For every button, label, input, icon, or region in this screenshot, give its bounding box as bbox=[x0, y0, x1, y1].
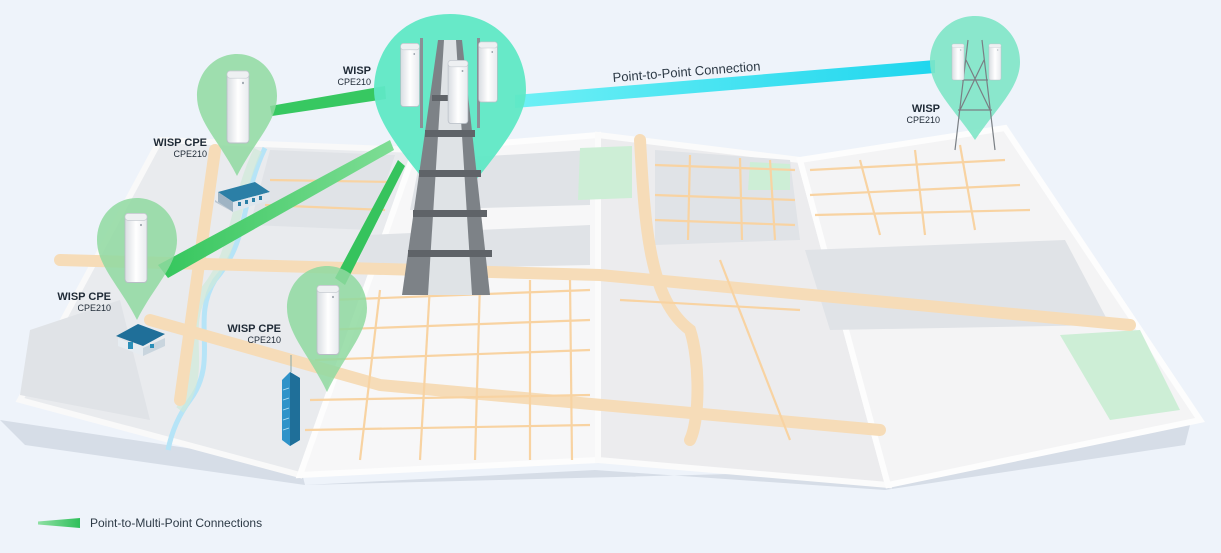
parks bbox=[578, 146, 1180, 420]
remote-label-main: WISP bbox=[912, 103, 940, 115]
cpe-pin-1 bbox=[197, 54, 277, 176]
cpe3-label-sub: CPE210 bbox=[247, 335, 281, 345]
cpe-device-icon bbox=[988, 43, 1002, 81]
map-shadow-left bbox=[0, 420, 305, 485]
cpe-device-icon bbox=[316, 284, 340, 356]
cpe2-label-sub: CPE210 bbox=[77, 303, 111, 313]
ptmp-legend-swatch bbox=[38, 518, 80, 528]
cpe-device-icon bbox=[478, 41, 498, 103]
remote-label-sub: CPE210 bbox=[906, 115, 940, 125]
tower-label-main: WISP bbox=[343, 65, 371, 77]
minor-roads bbox=[264, 144, 1031, 461]
folded-map bbox=[0, 124, 1205, 490]
ptp-link bbox=[515, 60, 935, 108]
house-icon bbox=[116, 324, 165, 356]
ptmp-link-1 bbox=[270, 86, 386, 116]
ptmp-legend-label: Point-to-Multi-Point Connections bbox=[90, 516, 263, 530]
tower-icon bbox=[954, 39, 996, 151]
cpe-device-icon bbox=[951, 43, 965, 81]
cpe-pin-2 bbox=[97, 198, 177, 320]
cpe1-label-sub: CPE210 bbox=[173, 149, 207, 159]
skyscraper-icon bbox=[282, 355, 300, 446]
building-icon bbox=[215, 182, 270, 212]
cpe2-label-main: WISP CPE bbox=[57, 291, 111, 303]
legend: Point-to-Multi-Point Connections bbox=[38, 516, 262, 530]
remote-tower-pin bbox=[930, 16, 1020, 151]
cpe-device-icon bbox=[226, 70, 250, 144]
map-shadow-right bbox=[305, 425, 1190, 490]
tower-label-sub: CPE210 bbox=[337, 77, 371, 87]
major-roads bbox=[54, 134, 1136, 446]
cpe1-label-main: WISP CPE bbox=[153, 137, 207, 149]
river bbox=[165, 146, 268, 451]
ptmp-link-3 bbox=[335, 160, 405, 285]
cpe-device-icon bbox=[400, 42, 420, 108]
ptmp-links bbox=[158, 86, 405, 285]
cpe-device-icon bbox=[124, 212, 148, 284]
ptmp-link-2 bbox=[158, 140, 394, 278]
cpe-device-icon bbox=[447, 59, 469, 125]
cpe-pin-3 bbox=[287, 266, 367, 392]
main-tower-pin bbox=[374, 14, 526, 295]
cpe3-label-main: WISP CPE bbox=[227, 323, 281, 335]
